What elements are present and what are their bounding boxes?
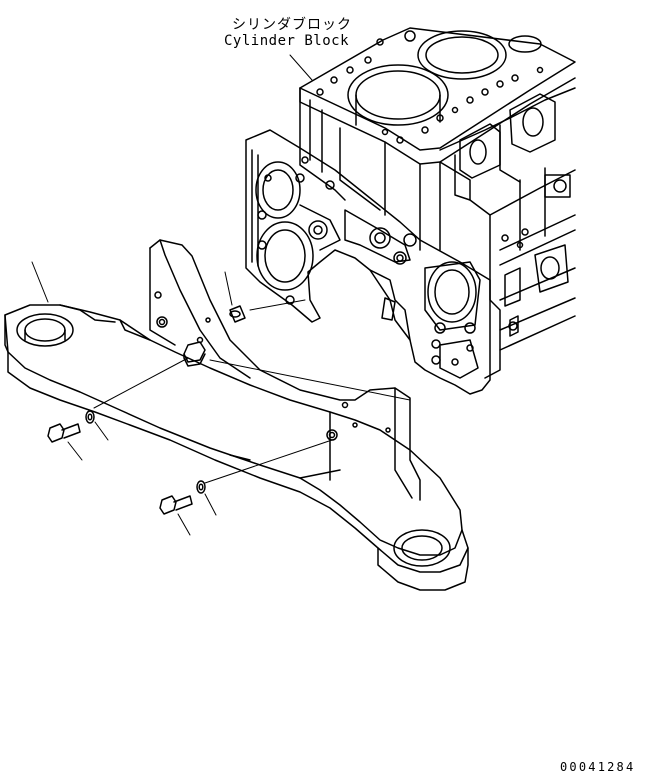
dowel-pin: [230, 306, 245, 322]
upper-bolt: [48, 424, 80, 442]
cylinder-block-label-en: Cylinder Block: [224, 33, 350, 49]
leader-lines: [32, 55, 312, 535]
alignment-lines: [94, 300, 410, 483]
lower-bolt: [160, 496, 192, 514]
cylinder-block-label-jp: シリンダブロック: [232, 17, 352, 33]
leader-dowel-pin: [225, 272, 232, 305]
leader-lower-washer: [205, 494, 216, 515]
cylinder-block: [300, 0, 575, 378]
leader-cylinder-block: [290, 55, 312, 80]
upper-washer: [86, 411, 94, 423]
leader-upper-bolt: [68, 442, 82, 460]
lower-washer: [197, 481, 205, 493]
leader-upper-washer: [95, 422, 108, 440]
leader-lower-bolt: [178, 514, 190, 535]
front-support-bracket: [5, 240, 468, 590]
drawing-number: 00041284: [560, 760, 636, 774]
leader-bracket: [32, 262, 48, 302]
front-plate: [246, 130, 490, 394]
